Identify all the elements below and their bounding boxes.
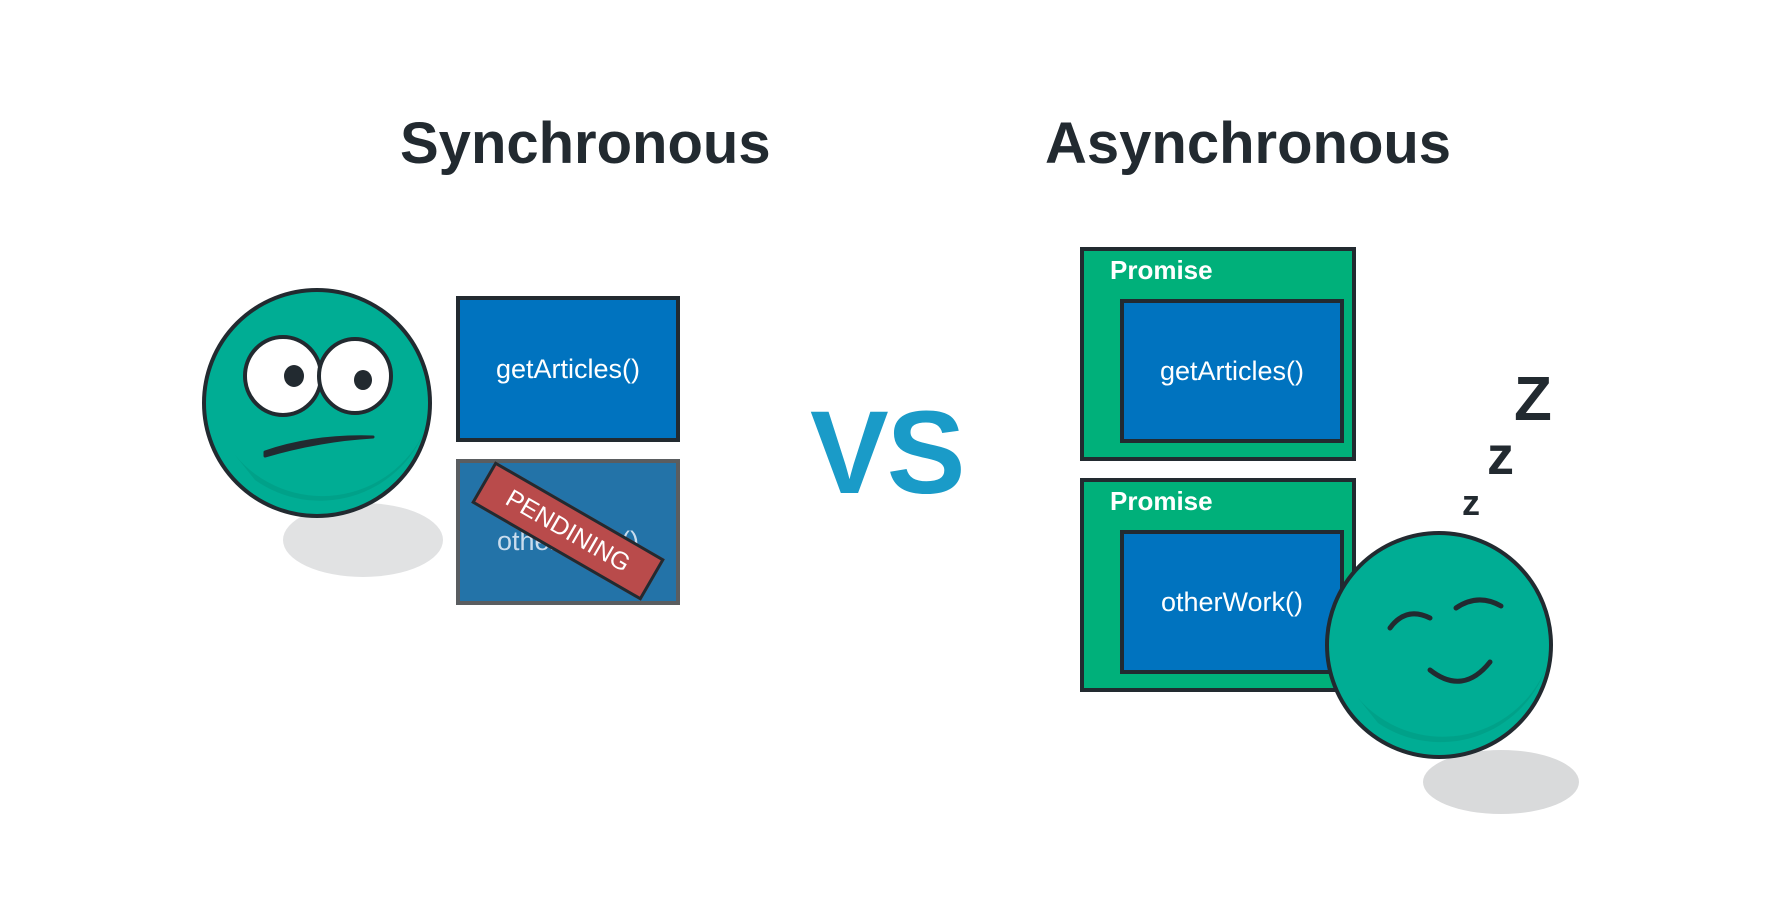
worried-face-icon (202, 288, 443, 577)
promise-label-1: Promise (1110, 255, 1213, 285)
promise-label-2: Promise (1110, 486, 1213, 516)
async-other-work-task: otherWork() (1120, 530, 1344, 674)
vs-label: VS (810, 387, 965, 519)
synchronous-title: Synchronous (400, 111, 771, 176)
sync-get-articles-task: getArticles() (456, 296, 680, 442)
sleep-z-large: Z (1514, 365, 1552, 434)
sleep-z-small: z (1462, 482, 1480, 523)
asynchronous-title: Asynchronous (1045, 111, 1452, 176)
async-get-articles-label: getArticles() (1159, 355, 1305, 386)
async-get-articles-task: getArticles() (1120, 299, 1344, 443)
promise-container-1: Promise getArticles() (1080, 247, 1356, 461)
sync-get-articles-label: getArticles() (495, 353, 641, 384)
sleep-z-medium: z (1487, 426, 1514, 486)
async-other-work-label: otherWork() (1160, 586, 1304, 617)
sleeping-face-icon (1325, 531, 1579, 814)
promise-container-2: Promise otherWork() (1080, 478, 1356, 692)
